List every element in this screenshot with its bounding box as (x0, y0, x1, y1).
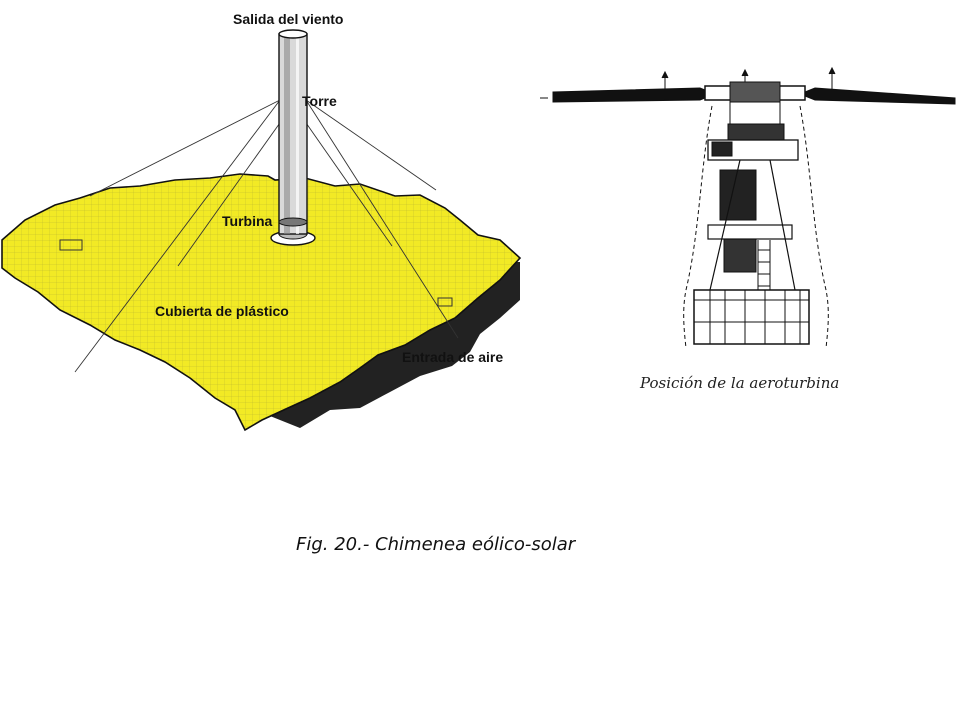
vent (59, 239, 83, 251)
turbine-position-caption: Posición de la aeroturbina (639, 374, 839, 392)
tower (278, 33, 308, 235)
guy-wires (74, 99, 459, 373)
label-outlet: Salida del viento (233, 11, 343, 27)
chimney-wall-left (683, 105, 713, 349)
generator (719, 169, 757, 221)
solar-chimney-drawing: Salida del viento Torre Turbina Cubierta… (1, 11, 522, 432)
label-plastic-cover: Cubierta de plástico (155, 303, 289, 319)
label-turbine: Turbina (222, 213, 273, 229)
chimney-wall-right (799, 105, 829, 349)
vent (437, 297, 453, 307)
lower-frame (693, 289, 810, 345)
right-blade (798, 87, 956, 105)
turbine-ring (278, 217, 308, 227)
left-blade (552, 87, 717, 103)
label-tower: Torre (302, 93, 337, 109)
turbine-position-drawing: Posición de la aeroturbina (540, 66, 956, 392)
plastic-cover (1, 173, 522, 432)
label-air-inlet: Entrada de aire (402, 349, 503, 365)
figure-caption: Fig. 20.- Chimenea eólico-solar (296, 534, 576, 555)
